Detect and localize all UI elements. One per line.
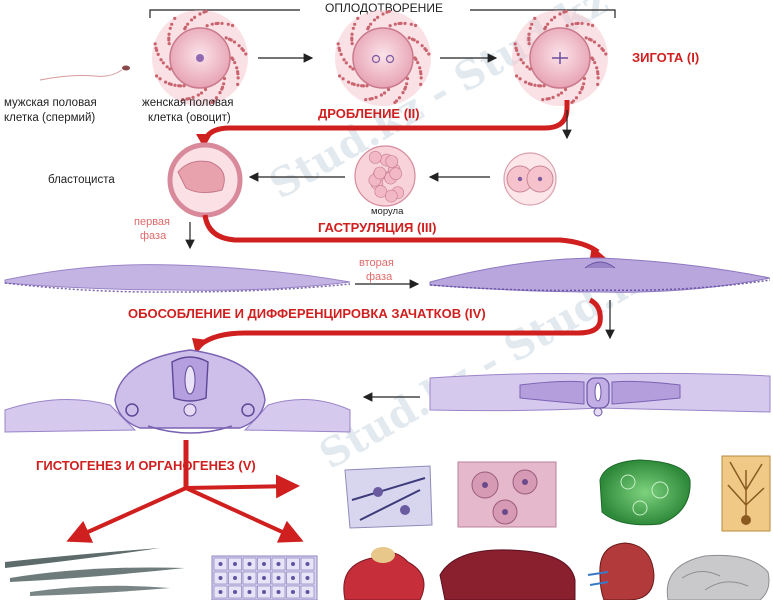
- neurulation-section: [429, 372, 771, 417]
- zygote-cell: [512, 10, 608, 106]
- liver-organ: [439, 549, 576, 600]
- stage-histogenesis-label: ГИСТОГЕНЕЗ И ОРГАНОГЕНЕЗ (V): [36, 458, 256, 473]
- embryo-cross-section: [4, 349, 351, 434]
- separation-red-arrow: [198, 297, 603, 348]
- separation-arrowhead: [192, 338, 208, 354]
- fertilization-bracket: ОПЛОДОТВОРЕНИЕ: [149, 1, 616, 18]
- ovocyte: [152, 10, 248, 106]
- second-phase-label-1: вторая: [359, 257, 394, 269]
- fertilized-egg-pronuclei: [335, 10, 431, 106]
- blastocyst-label: бластоциста: [48, 174, 115, 186]
- cleavage-red-arrow: [202, 100, 570, 142]
- two-cell-embryo: [503, 152, 557, 206]
- connective-tissue-sample: [344, 465, 433, 529]
- sperm-cell: [39, 65, 130, 81]
- kidney-organ: [587, 542, 655, 600]
- histogenesis-red-arrows: [66, 440, 304, 543]
- male-cell-label-2: клетка (спермий): [4, 112, 95, 124]
- corona-radiata-dots: [153, 9, 608, 105]
- first-phase-label-2: фаза: [140, 230, 167, 242]
- epithelium-sample: [211, 555, 318, 600]
- stage-cleavage-label: ДРОБЛЕНИЕ (II): [318, 106, 420, 121]
- male-cell-label-1: мужская половая: [4, 97, 97, 109]
- bone-tissue-sample: [599, 459, 691, 526]
- morula-label: морула: [371, 206, 404, 217]
- smooth-muscle-cells: [5, 548, 185, 596]
- female-cell-label-1: женская половая: [142, 97, 234, 109]
- stage-zygote-label: ЗИГОТА (I): [632, 50, 699, 65]
- stage-separation-label: ОБОСОБЛЕНИЕ И ДИФФЕРЕНЦИРОВКА ЗАЧАТКОВ (…: [128, 306, 486, 321]
- cartilage-tissue-sample: [457, 461, 557, 528]
- female-cell-label-2: клетка (овоцит): [148, 112, 231, 124]
- nerve-tissue-sample: [721, 455, 771, 532]
- blastocyst: [167, 142, 243, 218]
- cleavage-arrowhead: [196, 134, 212, 148]
- gastrulation-red-arrow: [202, 214, 600, 255]
- second-phase-label-2: фаза: [366, 271, 393, 283]
- trilaminar-disc: [429, 257, 771, 293]
- page-title: ОПЛОДОТВОРЕНИЕ: [325, 1, 443, 15]
- brain-organ: [666, 554, 770, 600]
- bilaminar-disc: [4, 264, 351, 293]
- heart-organ: [343, 547, 425, 600]
- morula: [354, 145, 416, 207]
- first-phase-label-1: первая: [134, 216, 170, 228]
- gastrulation-arrowhead: [590, 246, 606, 258]
- stage-gastrulation-label: ГАСТРУЛЯЦИЯ (III): [318, 220, 436, 235]
